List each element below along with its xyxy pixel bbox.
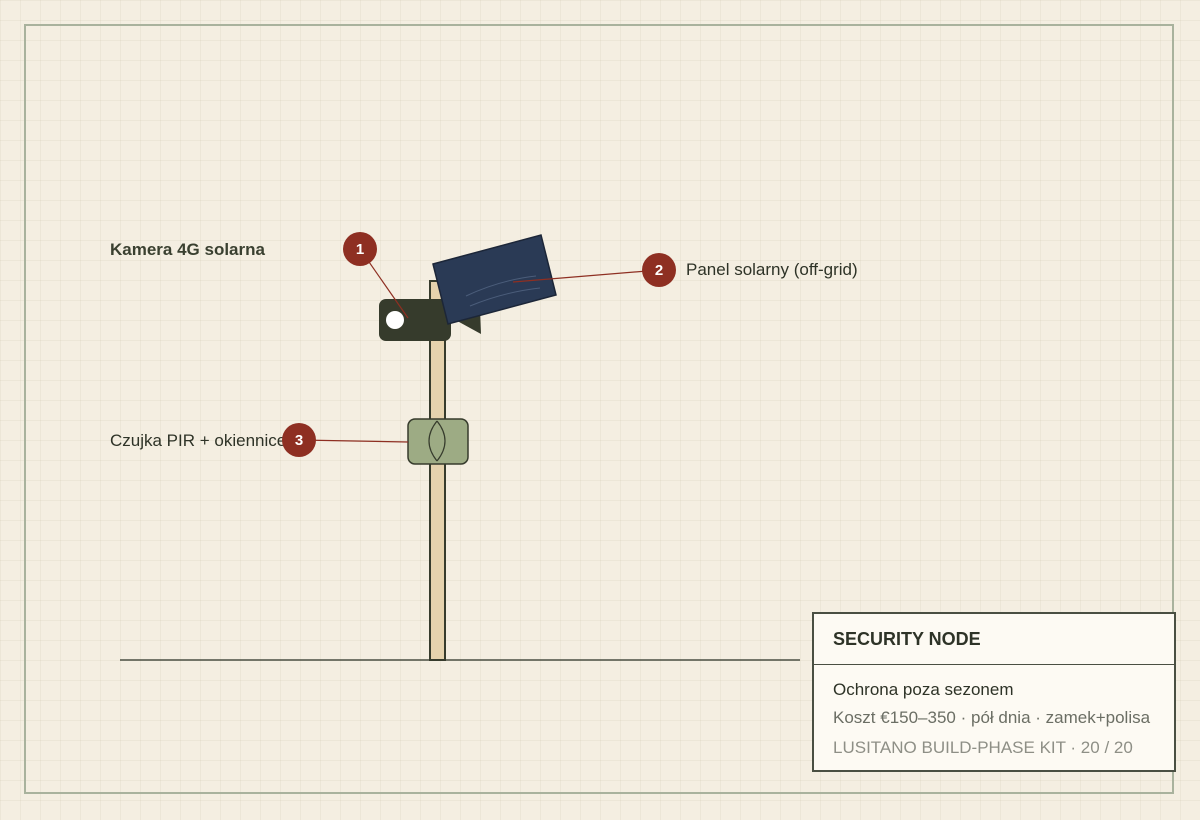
info-card-cost: Koszt €150–350 · pół dnia · zamek+polisa xyxy=(833,708,1151,727)
pir-label: Czujka PIR + okiennice xyxy=(110,431,287,450)
leader-line-2 xyxy=(512,269,660,283)
camera xyxy=(379,299,451,341)
info-card-subtitle: Ochrona poza sezonem xyxy=(833,680,1014,699)
callout-badge-1: 1 xyxy=(343,232,377,266)
panel-label: Panel solarny (off-grid) xyxy=(686,260,858,279)
camera-title: Kamera 4G solarna xyxy=(110,240,265,259)
callout-badge-3: 3 xyxy=(282,423,316,457)
info-card-footer: LUSITANO BUILD-PHASE KIT · 20 / 20 xyxy=(833,738,1133,757)
info-card: SECURITY NODE Ochrona poza sezonem Koszt… xyxy=(812,612,1176,772)
diagram-frame xyxy=(24,24,1174,794)
callout-badge-2: 2 xyxy=(642,253,676,287)
info-card-title: SECURITY NODE xyxy=(814,614,1174,665)
leader-line-3 xyxy=(298,439,409,443)
solar-panel xyxy=(432,234,557,325)
pir-sensor xyxy=(407,418,469,465)
